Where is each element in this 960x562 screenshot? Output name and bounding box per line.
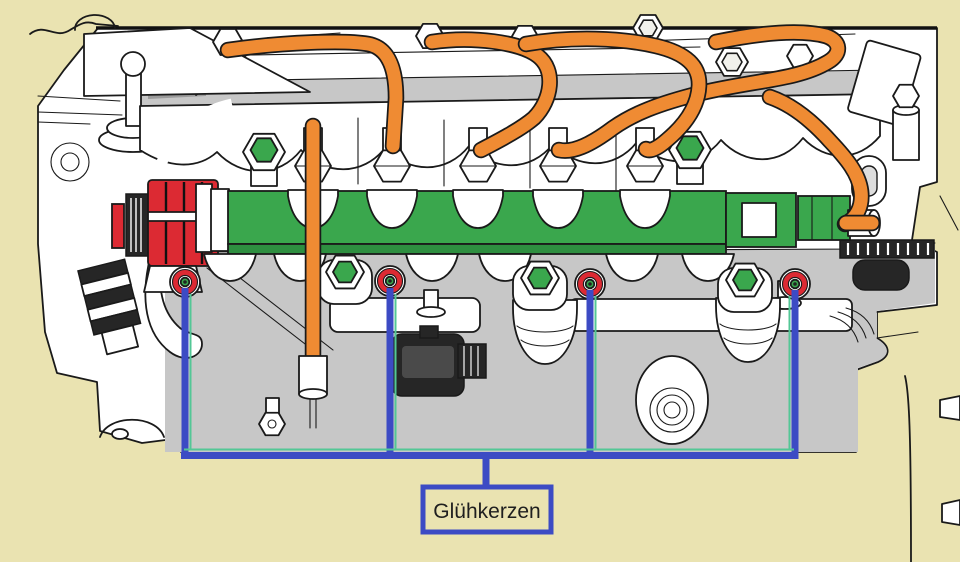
fuel-lines-highlight <box>213 24 881 429</box>
glow-plug-label: Glühkerzen <box>433 500 540 523</box>
head-bolt-green <box>718 264 772 312</box>
head-bolt-green <box>513 262 567 310</box>
glow-plug-label-box <box>420 484 554 535</box>
pipe-end-collar <box>298 355 328 395</box>
glow-plug-callout: Glühkerzen <box>181 288 799 535</box>
head-bolt-green <box>318 256 372 304</box>
